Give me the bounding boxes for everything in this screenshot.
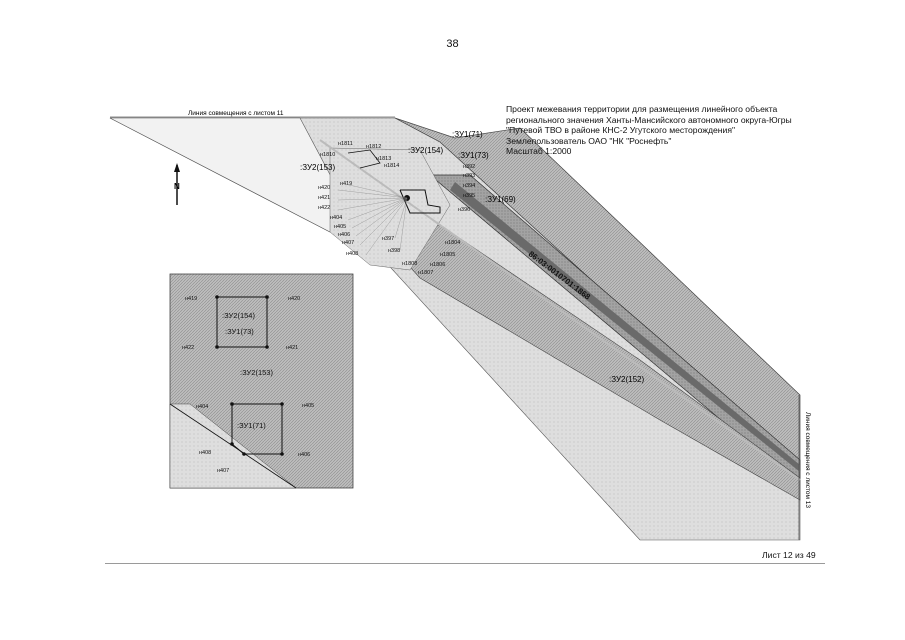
inset-parcel-label: :ЗУ1(73) bbox=[225, 327, 254, 336]
inset-point-label: н406 bbox=[298, 452, 310, 458]
match-line-right-label: Линия совмещения с листом 13 bbox=[804, 412, 811, 508]
road-strip bbox=[450, 182, 800, 472]
inset-point-label: н408 bbox=[199, 450, 211, 456]
survey-line bbox=[319, 139, 801, 481]
bottom-rule bbox=[105, 563, 825, 564]
point-label: н1811 bbox=[338, 141, 353, 147]
inset-point-label: н420 bbox=[288, 296, 300, 302]
fan-area bbox=[329, 147, 451, 271]
north-label: N bbox=[174, 182, 180, 191]
point-label: н404 bbox=[330, 215, 342, 221]
title-line: Проект межевания территории для размещен… bbox=[506, 104, 778, 114]
inset-parcel-label: :ЗУ1(71) bbox=[237, 421, 266, 430]
point-label: н396 bbox=[458, 207, 470, 213]
parcel-label: :ЗУ2(153) bbox=[300, 163, 336, 172]
inset-point-label: н422 bbox=[182, 345, 194, 351]
match-line-top-label: Линия совмещения с листом 11 bbox=[188, 110, 284, 117]
point-label: н1810 bbox=[320, 152, 335, 158]
parcel-label: :ЗУ1(71) bbox=[452, 130, 483, 139]
point-label: н421 bbox=[318, 195, 330, 201]
title-line: Землепользователь ОАО "НК "Роснефть" bbox=[506, 135, 672, 146]
leader-lines bbox=[337, 182, 408, 256]
inset-parcel-label: :ЗУ2(153) bbox=[240, 368, 273, 377]
inset-map: н419 н420 н422 н421 н404 н405 н408 н406 … bbox=[169, 273, 354, 489]
parcel-label: :ЗУ2(152) bbox=[609, 375, 645, 384]
parcel-outline-top bbox=[347, 149, 381, 169]
inset-point-label: н407 bbox=[217, 468, 229, 474]
point-label: н1812 bbox=[366, 144, 381, 150]
inset-parcel-label: :ЗУ2(154) bbox=[222, 311, 255, 320]
point-label: н393 bbox=[463, 173, 475, 179]
point-label: н1805 bbox=[440, 252, 455, 258]
zone-zu1-71 bbox=[394, 117, 801, 471]
point-label: н1806 bbox=[430, 262, 445, 268]
parcel-label: :ЗУ1(69) bbox=[485, 195, 516, 204]
point-label: н1807 bbox=[418, 270, 433, 276]
point-label: н1813 bbox=[376, 156, 391, 162]
sheet-number: Лист 12 из 49 bbox=[762, 550, 816, 560]
title-block: Проект межевания территории для размещен… bbox=[506, 104, 836, 157]
point-label: н394 bbox=[463, 183, 475, 189]
title-line: Масштаб 1:2000 bbox=[506, 146, 572, 157]
point-label: н406 bbox=[338, 232, 350, 238]
parcel-label: :ЗУ1(73) bbox=[458, 151, 489, 160]
point-label: н420 bbox=[318, 185, 330, 191]
point-label: н422 bbox=[318, 205, 330, 211]
point-label: н397 bbox=[382, 236, 394, 242]
point-label: н1814 bbox=[384, 163, 399, 169]
point-label: н405 bbox=[334, 224, 346, 230]
inset-point-label: н421 bbox=[286, 345, 298, 351]
point-label: н408 bbox=[346, 251, 358, 257]
inset-point-label: н405 bbox=[302, 403, 314, 409]
point-label: н392 bbox=[463, 164, 475, 170]
north-arrow-icon: N bbox=[174, 163, 180, 205]
point-labels: н1811 н1812 н1810 н1813 н1814 н392 н393 … bbox=[318, 141, 475, 276]
point-label: н1804 bbox=[445, 240, 460, 246]
inset-point-label: н419 bbox=[185, 296, 197, 302]
title-line: "Путевой ТВО в районе КНС-2 Угутского ме… bbox=[506, 125, 736, 136]
point-label: н395 bbox=[463, 193, 475, 199]
page-number: 38 bbox=[446, 38, 459, 50]
point-label: н407 bbox=[342, 240, 354, 246]
title-line: регионального значения Ханты-Мансийского… bbox=[506, 114, 792, 125]
inset-point-label: н404 bbox=[196, 404, 208, 410]
parcel-label: :ЗУ2(154) bbox=[408, 146, 444, 155]
parcel-outline bbox=[399, 189, 441, 214]
point-label: н419 bbox=[340, 181, 352, 187]
point-label: н1808 bbox=[402, 261, 417, 267]
point-label: н398 bbox=[388, 248, 400, 254]
